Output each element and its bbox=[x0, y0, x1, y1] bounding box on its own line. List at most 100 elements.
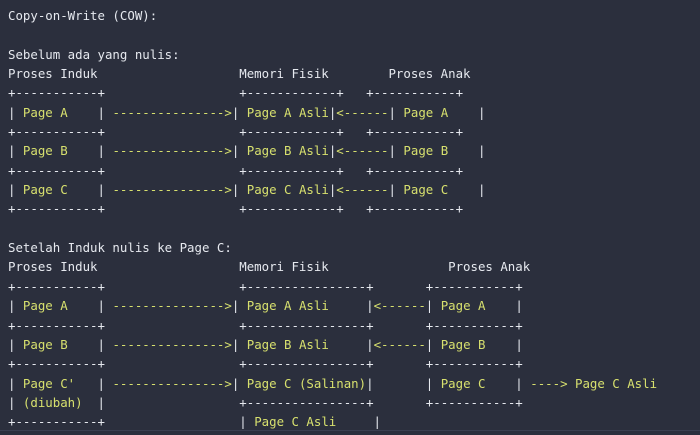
plain-text: +------------+ bbox=[239, 85, 344, 101]
highlighted-text: Page C bbox=[403, 182, 449, 198]
plain-text: +-----------+ bbox=[425, 356, 523, 372]
terminal-line: | Page A | --------------->| Page A Asli… bbox=[8, 296, 657, 315]
plain-text: | bbox=[8, 394, 23, 410]
plain-text: +----------------+ bbox=[239, 394, 374, 410]
plain-text: | bbox=[231, 182, 247, 198]
plain-text: | bbox=[8, 336, 23, 352]
plain-text: | bbox=[67, 182, 105, 198]
terminal-line: Copy-on-Write (COW): bbox=[8, 6, 657, 25]
plain-text: | bbox=[231, 298, 247, 314]
plain-text: +------------+ bbox=[239, 162, 344, 178]
highlighted-text: Page B bbox=[22, 336, 68, 352]
plain-text: +-----------+ bbox=[8, 162, 105, 178]
plain-text: | bbox=[425, 336, 441, 352]
ascii-diagram-text: Copy-on-Write (COW): Sebelum ada yang nu… bbox=[8, 6, 657, 435]
terminal-line bbox=[8, 219, 657, 238]
highlighted-text: Page B bbox=[403, 143, 449, 159]
plain-text: | bbox=[67, 143, 105, 159]
terminal-line: | (diubah) | +----------------+ +-------… bbox=[8, 393, 657, 412]
highlighted-text: Page C Asli bbox=[254, 414, 337, 430]
highlighted-text: Page C bbox=[440, 375, 486, 391]
terminal-line: +-----------+ +------------+ +----------… bbox=[8, 199, 657, 218]
highlighted-text: <------ bbox=[336, 182, 389, 198]
highlighted-text: Page A Asli bbox=[246, 104, 329, 120]
terminal-line: +-----------+ +------------+ +----------… bbox=[8, 83, 657, 102]
plain-text bbox=[374, 279, 426, 294]
highlighted-text: ---------------> bbox=[112, 182, 232, 198]
highlighted-text: ---------------> bbox=[112, 336, 232, 352]
terminal-line: Setelah Induk nulis ke Page C: bbox=[8, 238, 657, 257]
plain-text: | bbox=[425, 375, 441, 391]
plain-text: | bbox=[67, 104, 105, 120]
plain-text: | bbox=[328, 182, 337, 198]
plain-text: | bbox=[448, 143, 486, 159]
plain-text: +----------------+ bbox=[239, 317, 374, 333]
terminal-line: | Page C' | --------------->| Page C (Sa… bbox=[8, 374, 657, 393]
plain-text: +-----------+ bbox=[366, 124, 464, 140]
highlighted-text: Page B bbox=[22, 143, 68, 159]
plain-text: Proses Induk Memori Fisik Proses Anak bbox=[8, 259, 531, 275]
highlighted-text: Page A bbox=[440, 298, 486, 314]
highlighted-text: Page B bbox=[440, 336, 486, 352]
plain-text: | bbox=[8, 104, 23, 120]
highlighted-text: <------ bbox=[336, 143, 389, 159]
plain-text: +-----------+ bbox=[8, 317, 105, 333]
plain-text: | bbox=[485, 298, 523, 314]
highlighted-text: Page C Asli bbox=[246, 182, 329, 198]
plain-text: Sebelum ada yang nulis: bbox=[8, 46, 180, 62]
plain-text bbox=[344, 163, 366, 178]
plain-text: | bbox=[328, 298, 374, 314]
terminal-line: | Page B | --------------->| Page B Asli… bbox=[8, 141, 657, 160]
highlighted-text: (diubah) bbox=[22, 394, 83, 410]
highlighted-text: ---------------> bbox=[112, 298, 232, 314]
terminal-line: +-----------+ +----------------+ +------… bbox=[8, 354, 657, 373]
plain-text: Copy-on-Write (COW): bbox=[8, 8, 158, 23]
highlighted-text: Page A bbox=[22, 104, 68, 120]
plain-text: | bbox=[388, 143, 404, 159]
plain-text: +-----------+ bbox=[425, 317, 523, 333]
plain-text bbox=[105, 201, 239, 216]
plain-text: Proses Induk Memori Fisik Proses Anak bbox=[8, 66, 471, 82]
plain-text: | bbox=[8, 182, 23, 198]
plain-text: +-----------+ bbox=[8, 278, 105, 294]
plain-text: +-----------+ bbox=[366, 162, 464, 178]
terminal-line: Sebelum ada yang nulis: bbox=[8, 45, 657, 64]
plain-text: | bbox=[67, 298, 105, 314]
terminal-line: +-----------+ +------------+ +----------… bbox=[8, 122, 657, 141]
highlighted-text: <------ bbox=[373, 298, 426, 314]
terminal-line: +-----------+ +----------------+ +------… bbox=[8, 316, 657, 335]
plain-text: | bbox=[231, 375, 247, 391]
plain-text: | bbox=[448, 104, 486, 120]
highlighted-text: ----> Page C Asli bbox=[530, 375, 658, 391]
highlighted-text: ---------------> bbox=[112, 375, 232, 391]
plain-text: +-----------+ bbox=[366, 85, 464, 101]
plain-text: | bbox=[388, 104, 404, 120]
plain-text bbox=[374, 395, 426, 410]
highlighted-text: <------ bbox=[373, 336, 426, 352]
plain-text bbox=[105, 318, 239, 333]
highlighted-text: Page A Asli bbox=[246, 298, 329, 314]
plain-text: | bbox=[336, 414, 382, 430]
window-bottom-edge bbox=[0, 430, 700, 435]
plain-text bbox=[105, 279, 239, 294]
plain-text: +-----------+ bbox=[425, 394, 523, 410]
plain-text: +-----------+ bbox=[8, 201, 105, 217]
plain-text: +-----------+ bbox=[8, 356, 105, 372]
highlighted-text: Page B Asli bbox=[246, 143, 329, 159]
plain-text bbox=[105, 163, 239, 178]
plain-text: | bbox=[328, 143, 337, 159]
plain-text bbox=[344, 201, 366, 216]
plain-text: | bbox=[239, 414, 255, 430]
terminal-line: +-----------+ +------------+ +----------… bbox=[8, 161, 657, 180]
highlighted-text: Page B Asli bbox=[246, 336, 329, 352]
plain-text: +-----------+ bbox=[8, 414, 105, 430]
terminal-line bbox=[8, 25, 657, 44]
plain-text: | bbox=[231, 104, 247, 120]
plain-text bbox=[105, 395, 239, 410]
plain-text: | bbox=[425, 298, 441, 314]
plain-text bbox=[105, 414, 239, 429]
plain-text: | bbox=[82, 394, 105, 410]
plain-text: +-----------+ bbox=[425, 278, 523, 294]
highlighted-text: Page C' bbox=[22, 375, 76, 391]
terminal-line: Proses Induk Memori Fisik Proses Anak bbox=[8, 257, 657, 276]
